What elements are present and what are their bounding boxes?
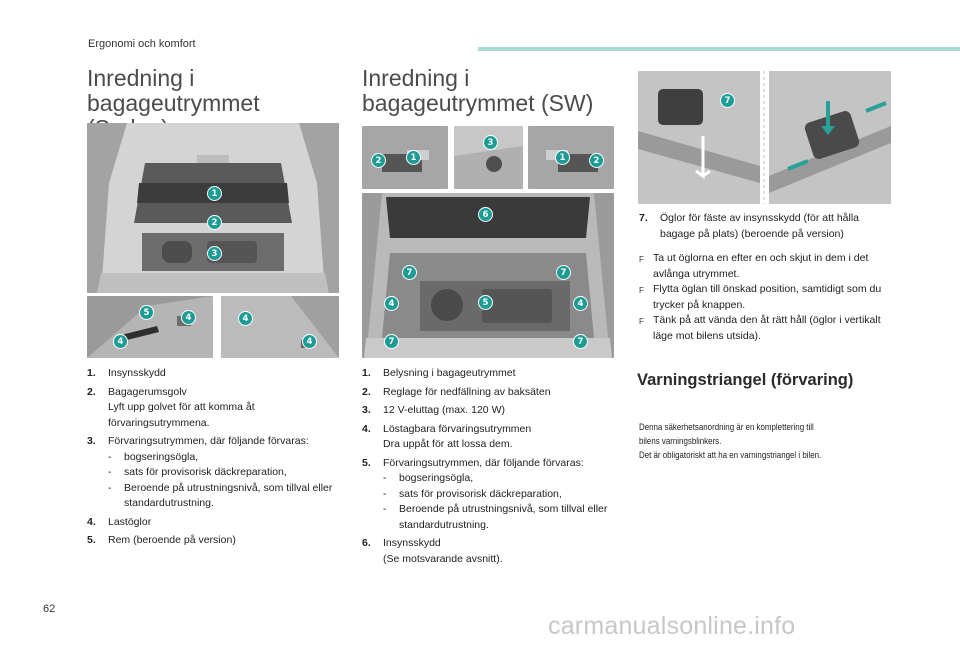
sw-trunk-photo xyxy=(362,193,614,358)
warning-text: Denna säkerhetsanordning är en komplette… xyxy=(639,422,822,460)
list-item: 4. Löstagbara förvaringsutrymmen Dra upp… xyxy=(362,422,532,451)
list-item: F Flytta öglan till önskad position, sam… xyxy=(639,282,889,313)
hook-legend: 7. Öglor för fäste av insynsskydd (för a… xyxy=(639,211,894,245)
list-item: 1. Belysning i bagageutrymmet xyxy=(362,367,516,379)
callout-2: 2 xyxy=(589,153,604,168)
list-item: F Ta ut öglorna en efter en och skjut in… xyxy=(639,251,889,282)
list-item: 7. Öglor för fäste av insynsskydd (för a… xyxy=(639,212,860,240)
sw-legend: 1. Belysning i bagageutrymmet 2. Reglage… xyxy=(362,366,624,570)
callout-4: 4 xyxy=(384,296,399,311)
sedan-legend: 1. Insynsskydd 2. Bagagerumsgolv Lyft up… xyxy=(87,366,349,552)
hook-diagram xyxy=(638,71,891,204)
warning-title: Varningstriangel (förvaring) xyxy=(637,371,854,389)
callout-7: 7 xyxy=(573,334,588,349)
callout-4: 4 xyxy=(113,334,128,349)
arrow-bullet-icon: F xyxy=(639,286,644,295)
callout-1: 1 xyxy=(406,150,421,165)
callout-5: 5 xyxy=(139,305,154,320)
list-item: 2. Reglage för nedfällning av baksäten xyxy=(362,385,551,398)
header-accent-bar xyxy=(478,47,960,51)
list-item: 4. Lastöglor xyxy=(87,515,152,528)
list-item: 2. Bagagerumsgolv Lyft upp golvet för at… xyxy=(87,385,255,429)
callout-1: 1 xyxy=(555,150,570,165)
callout-2: 2 xyxy=(207,215,222,230)
sedan-trunk-photo xyxy=(87,123,339,293)
list-item: 5. Förvaringsutrymmen, där följande förv… xyxy=(362,456,608,531)
callout-7: 7 xyxy=(720,93,735,108)
page-number: 62 xyxy=(43,603,56,615)
sw-title: Inredning i bagageutrymmet (SW) xyxy=(362,65,594,116)
callout-4: 4 xyxy=(181,310,196,325)
callout-2: 2 xyxy=(371,153,386,168)
watermark: carmanualsonline.info xyxy=(548,612,796,640)
callout-3: 3 xyxy=(207,246,222,261)
list-item: 1. Insynsskydd xyxy=(87,367,166,379)
callout-4: 4 xyxy=(302,334,317,349)
callout-3: 3 xyxy=(483,135,498,150)
section-header: Ergonomi och komfort xyxy=(88,38,196,50)
callout-7: 7 xyxy=(402,265,417,280)
list-item: F Tänk på att vända den åt rätt håll (ög… xyxy=(639,313,889,344)
callout-5: 5 xyxy=(478,295,493,310)
callout-7: 7 xyxy=(556,265,571,280)
callout-1: 1 xyxy=(207,186,222,201)
list-item: 6. Insynsskydd (Se motsvarande avsnitt). xyxy=(362,537,503,565)
callout-4: 4 xyxy=(238,311,253,326)
hook-instructions: F Ta ut öglorna en efter en och skjut in… xyxy=(639,251,889,344)
list-item: 5. Rem (beroende på version) xyxy=(87,534,236,546)
sedan-side-right-photo xyxy=(221,296,339,358)
arrow-bullet-icon: F xyxy=(639,255,644,264)
list-item: 3. 12 V-eluttag (max. 120 W) xyxy=(362,404,505,416)
callout-4: 4 xyxy=(573,296,588,311)
list-item: 3. Förvaringsutrymmen, där följande förv… xyxy=(87,435,333,509)
callout-6: 6 xyxy=(478,207,493,222)
arrow-bullet-icon: F xyxy=(639,317,644,326)
callout-7: 7 xyxy=(384,334,399,349)
